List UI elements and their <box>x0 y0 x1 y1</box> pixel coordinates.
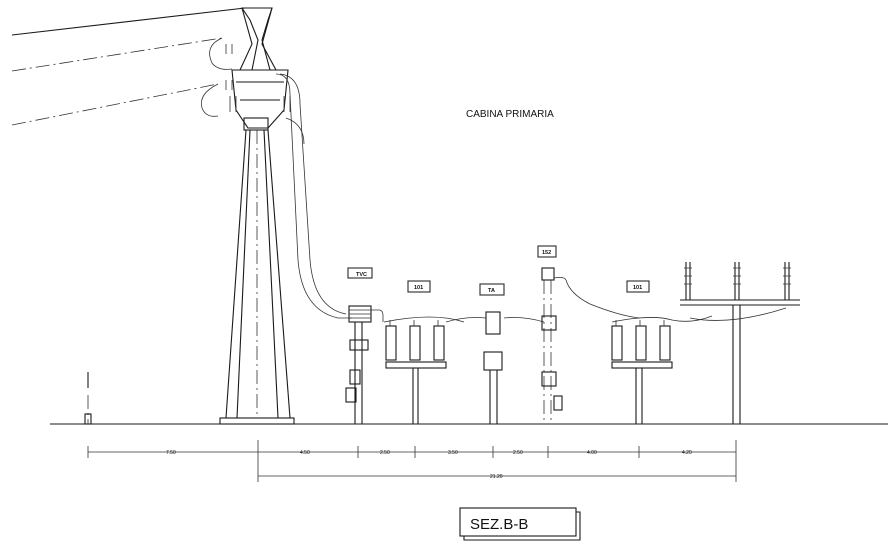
breaker-152 <box>537 245 641 424</box>
disconnector-2 <box>611 280 713 424</box>
disconnector-1 <box>383 280 465 424</box>
label-boxes <box>347 245 650 296</box>
busbar-frame <box>680 262 800 424</box>
dim-3: 2.50 <box>380 450 390 456</box>
section-label: SEZ.B-B <box>470 516 528 533</box>
gantry-tower <box>219 7 295 425</box>
downlead-cables <box>275 73 352 319</box>
disconnector-2-label: 101 <box>633 285 642 291</box>
dim-6: 4.00 <box>587 450 597 456</box>
ta-equipment <box>445 283 545 424</box>
tvc-label: TVC <box>356 272 367 278</box>
overhead-conductors <box>11 7 246 126</box>
disconnector-1-label: 101 <box>414 285 423 291</box>
ta-label: TA <box>488 288 495 294</box>
dimension-lines <box>87 440 737 482</box>
dim-4: 3.50 <box>448 450 458 456</box>
dim-7: 4.20 <box>682 450 692 456</box>
dim-1: 7.50 <box>166 450 176 456</box>
breaker-152-label: 152 <box>542 250 551 256</box>
left-marker-post <box>84 372 92 425</box>
drawing-title: CABINA PRIMARIA <box>466 109 554 120</box>
tvc-equipment <box>345 267 384 424</box>
dim-5: 2.50 <box>513 450 523 456</box>
dim-2: 4.50 <box>300 450 310 456</box>
dim-total: 21.20 <box>490 474 503 480</box>
section-title-box: SEZ.B-B <box>459 507 581 541</box>
